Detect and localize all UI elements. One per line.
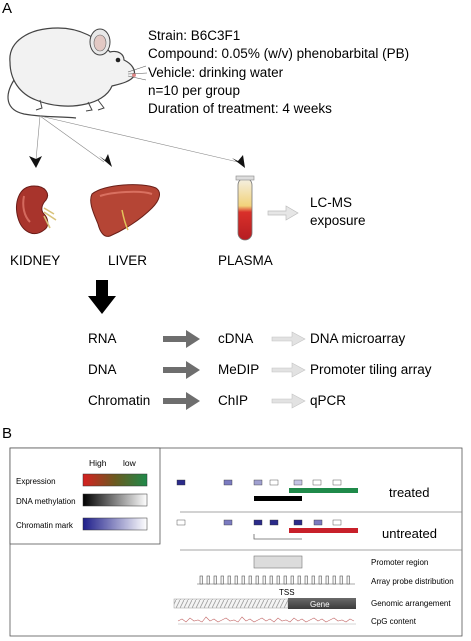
array-probe-distribution <box>197 575 355 585</box>
treated-methylation-bar <box>254 496 302 501</box>
workflow-row-chromatin: Chromatin ChIP qPCR <box>88 392 346 410</box>
legend-low: low <box>123 458 137 468</box>
kidney-illustration <box>16 185 57 234</box>
untreated-probe-7 <box>332 519 342 526</box>
untreated-label: untreated <box>382 526 437 541</box>
kidney-label: KIDNEY <box>10 253 60 268</box>
untreated-expression-bar <box>289 528 358 533</box>
array-probe-label: Array probe distribution <box>371 577 454 586</box>
untreated-methylation-line <box>253 534 302 540</box>
upstream-hatched-region <box>173 598 289 609</box>
panel-a-label: A <box>2 0 12 17</box>
plasma-tube-illustration <box>235 175 255 241</box>
lcms-label-2: exposure <box>310 213 366 228</box>
cpg-content-trace <box>177 616 355 623</box>
arrow-to-lcms <box>267 205 299 221</box>
untreated-probe-6 <box>313 519 323 526</box>
promoter-region-label: Promoter region <box>371 558 428 567</box>
annotation-tracks: Promoter region Array probe distribution… <box>173 555 454 626</box>
big-down-arrow <box>88 280 116 314</box>
treated-probe-5 <box>293 479 303 486</box>
arrow-cdna-microarray <box>271 331 306 347</box>
workflow-row-dna: DNA MeDIP Promoter tiling array <box>88 361 432 379</box>
treatment-details: Strain: B6C3F1 Compound: 0.05% (w/v) phe… <box>148 28 409 116</box>
arrow-medip-tiling <box>271 362 306 378</box>
lcms-label-1: LC-MS <box>310 195 352 210</box>
gene-body <box>288 598 356 609</box>
treated-probe-1 <box>176 479 186 486</box>
workflow-row-rna: RNA cDNA DNA microarray <box>88 330 406 348</box>
legend-dna-methylation: DNA methylation <box>16 497 76 506</box>
untreated-probe-5 <box>293 519 303 526</box>
duration-text: Duration of treatment: 4 weeks <box>148 101 332 116</box>
chromatin-gradient <box>82 517 148 531</box>
chromatin-label: Chromatin <box>88 393 150 408</box>
mouse-illustration <box>7 27 148 119</box>
treated-expression-bar <box>289 488 358 493</box>
tissue-arrows <box>35 115 239 163</box>
tss-label: TSS <box>279 588 295 597</box>
arrowhead-kidney <box>29 156 42 168</box>
qpcr-label: qPCR <box>310 393 346 408</box>
tiling-array-label: Promoter tiling array <box>310 362 432 377</box>
treated-label: treated <box>389 485 429 500</box>
treated-probe-4 <box>269 479 279 486</box>
group-size-text: n=10 per group <box>148 83 240 98</box>
methylation-gradient <box>82 493 148 507</box>
arrowhead-plasma <box>232 155 245 168</box>
untreated-probe-1 <box>176 519 186 526</box>
chip-label: ChIP <box>218 393 248 408</box>
untreated-probe-3 <box>253 519 263 526</box>
vehicle-text: Vehicle: drinking water <box>148 65 284 80</box>
legend-high: High <box>89 458 107 468</box>
medip-label: MeDIP <box>218 362 259 377</box>
treated-probe-6 <box>312 479 322 486</box>
arrow-chip-qpcr <box>271 393 306 409</box>
gene-label: Gene <box>310 600 330 609</box>
legend-chromatin-mark: Chromatin mark <box>16 521 74 530</box>
promoter-region-box <box>253 555 303 569</box>
arrow-chromatin-chip <box>163 392 200 410</box>
compound-text: Compound: 0.05% (w/v) phenobarbital (PB) <box>148 46 409 61</box>
dna-label: DNA <box>88 362 117 377</box>
arrow-dna-medip <box>163 361 200 379</box>
arrow-rna-cdna <box>163 330 200 348</box>
arrowhead-liver <box>99 154 112 167</box>
plasma-label: PLASMA <box>218 253 273 268</box>
strain-text: Strain: B6C3F1 <box>148 28 240 43</box>
untreated-probe-2 <box>223 519 233 526</box>
rna-label: RNA <box>88 331 117 346</box>
treated-probe-2 <box>223 479 233 486</box>
untreated-probe-4 <box>269 519 279 526</box>
cpg-content-label: CpG content <box>371 617 417 626</box>
treated-track: treated <box>176 479 462 513</box>
cdna-label: cDNA <box>218 331 253 346</box>
liver-label: LIVER <box>108 253 147 268</box>
microarray-label: DNA microarray <box>310 331 406 346</box>
legend-box: High low Expression DNA methylation Chro… <box>9 447 161 545</box>
genomic-arrangement-label: Genomic arrangement <box>371 599 451 608</box>
expression-gradient <box>82 473 148 487</box>
treated-probe-3 <box>253 479 263 486</box>
liver-illustration <box>90 184 160 237</box>
legend-expression: Expression <box>16 477 56 486</box>
treated-probe-7 <box>332 479 342 486</box>
untreated-track: untreated <box>176 519 462 551</box>
panel-b-label: B <box>2 425 12 442</box>
